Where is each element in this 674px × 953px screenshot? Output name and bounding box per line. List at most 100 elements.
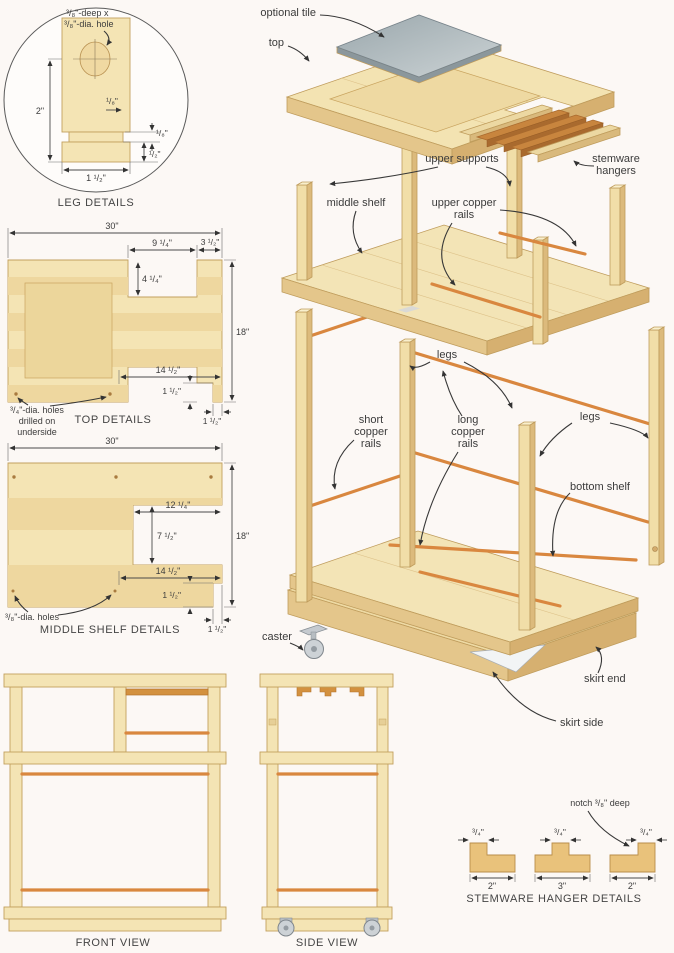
dim-step-h: 1 ¹/₂"	[203, 416, 222, 426]
notch-note: notch ³/₈" deep	[570, 798, 629, 808]
side-hanger-profile	[296, 686, 312, 697]
label-optional-tile: optional tile	[260, 7, 316, 19]
label-stemware-hangers-2: hangers	[596, 165, 636, 177]
side-hanger-profile	[349, 686, 365, 697]
leg-details-view: ³/₈"-deep x ³/₈"-dia. hole 2" ¹/₈" ¹/₈" …	[3, 7, 189, 209]
front-left-leg	[9, 686, 23, 908]
dim-18: 18"	[236, 531, 249, 541]
side-caster-left	[277, 917, 295, 937]
label-skirt-end: skirt end	[584, 673, 626, 685]
dim-7-12: 7 ¹/₂"	[157, 531, 177, 541]
label-caster: caster	[262, 631, 292, 643]
dowel-hole	[11, 589, 15, 593]
front-hanger-strip	[125, 688, 209, 696]
middle-shelf-details-view: 30" 12 ¹/₄" 7 ¹/₂" 18" 14 ¹/₂" 1 ¹/₂" 1 …	[5, 436, 249, 636]
rail-hole	[652, 546, 658, 552]
middle-shelf-boards	[8, 498, 222, 607]
dowel-hole	[108, 392, 112, 396]
label-bottom-shelf: bottom shelf	[570, 481, 631, 493]
dowel-hole	[114, 475, 118, 479]
label-long-copper-rails-2: copper	[451, 426, 485, 438]
label-skirt-side: skirt side	[560, 717, 603, 729]
top-dims: 30" 9 ¹/₄" 3 ¹/₂" 4 ¹/₄" 18" 14 ¹/₂" 1 ¹…	[7, 221, 249, 426]
tab-dim-1: ³/₄"	[472, 827, 484, 837]
dim-14-12: 14 ¹/₂"	[156, 566, 181, 576]
front-view-caption: FRONT VIEW	[76, 937, 151, 949]
base-dim-3: 2"	[628, 881, 636, 891]
top-details-view: 30" 9 ¹/₄" 3 ¹/₂" 4 ¹/₄" 18" 14 ¹/₂" 1 ¹…	[7, 221, 249, 437]
label-short-copper-rails-2: copper	[354, 426, 388, 438]
dim-eighth-b: ¹/₈"	[156, 128, 168, 138]
upper-support-post	[400, 144, 419, 306]
dim-step-v: 1 ¹/₂"	[162, 590, 181, 600]
top-holes-note: ³/₄"-dia. holes drilled on underside	[10, 395, 107, 437]
top-note-line3: underside	[17, 427, 57, 437]
side-middle-shelf	[259, 751, 394, 765]
leg-note-line1: ³/₈"-deep x	[66, 8, 109, 18]
side-hanger-profile	[319, 686, 337, 697]
dim-30: 30"	[105, 221, 118, 231]
front-view: FRONT VIEW	[3, 673, 227, 949]
middle-shelf-dims: 30" 12 ¹/₄" 7 ¹/₂" 18" 14 ¹/₂" 1 ¹/₂" 1 …	[7, 436, 249, 634]
short-copper-rail-lower	[308, 472, 408, 508]
tile-recess	[24, 282, 113, 379]
middle-shelf-caption: MIDDLE SHELF DETAILS	[40, 624, 180, 636]
upper-support-post	[295, 181, 314, 281]
long-copper-rail-upper	[410, 350, 652, 426]
leg-back-right	[647, 326, 666, 566]
upper-copper-rail	[430, 282, 542, 319]
side-top-slab	[259, 673, 394, 688]
dim-30: 30"	[105, 436, 118, 446]
label-legs-mid: legs	[437, 349, 458, 361]
notch-mark	[398, 306, 420, 313]
dowel-hole	[12, 475, 16, 479]
side-skirt	[261, 906, 393, 920]
hanger-profile-middle	[534, 842, 591, 873]
dowel-hole	[209, 475, 213, 479]
upper-copper-rail	[498, 231, 587, 256]
top-note-line2: drilled on	[19, 416, 56, 426]
upper-support-post	[531, 236, 550, 345]
front-skirt	[3, 906, 227, 920]
exploded-labels: optional tile top upper supports middle …	[260, 7, 649, 729]
label-short-copper-rails-3: rails	[361, 438, 382, 450]
leg-dims: 2" ¹/₈" ¹/₈" ¹/₂" 1 ¹/₂"	[36, 58, 168, 183]
notch-leader	[587, 810, 630, 847]
leg-back-left	[398, 338, 417, 568]
dowel-hole	[14, 392, 18, 396]
side-caster-right	[363, 917, 381, 937]
dim-18: 18"	[236, 327, 249, 337]
caster	[299, 624, 328, 659]
leg-note-line2: ³/₈"-dia. hole	[64, 19, 113, 29]
label-upper-copper-rails-2: rails	[454, 209, 475, 221]
middle-shelf-assembly	[280, 224, 651, 356]
dim-half: ¹/₂"	[149, 149, 161, 159]
dim-width: 1 ¹/₂"	[86, 173, 106, 183]
side-peg	[268, 718, 277, 726]
label-short-copper-rails-1: short	[359, 414, 383, 426]
loose-long-rail	[418, 570, 562, 608]
front-top-slab	[3, 673, 227, 688]
leg-foot	[61, 141, 131, 163]
front-middle-shelf	[3, 751, 227, 765]
side-peg	[378, 718, 387, 726]
tab-dim-3: ³/₄"	[640, 827, 652, 837]
base-dim-1: 2"	[488, 881, 496, 891]
label-legs-right: legs	[580, 411, 601, 423]
label-upper-copper-rails-1: upper copper	[432, 197, 497, 209]
label-upper-supports: upper supports	[425, 153, 499, 165]
stemware-hanger-details-view: ³/₄" ³/₄" ³/₄" 2" 3" 2" notch ³/₈" deep …	[458, 798, 667, 905]
hanger-profile-right	[609, 842, 656, 873]
front-base	[8, 918, 222, 932]
dim-9-14: 9 ¹/₄"	[152, 238, 172, 248]
label-long-copper-rails-1: long	[458, 414, 479, 426]
front-right-leg	[207, 686, 221, 908]
middle-shelf-holes-note: ³/₈"-dia. holes	[5, 594, 112, 622]
dim-2in: 2"	[36, 106, 44, 116]
dim-eighth-a: ¹/₈"	[106, 96, 118, 106]
mid-note: ³/₈"-dia. holes	[5, 612, 59, 622]
leg-front-left	[294, 308, 314, 603]
exploded-view: optional tile top upper supports middle …	[260, 7, 666, 729]
